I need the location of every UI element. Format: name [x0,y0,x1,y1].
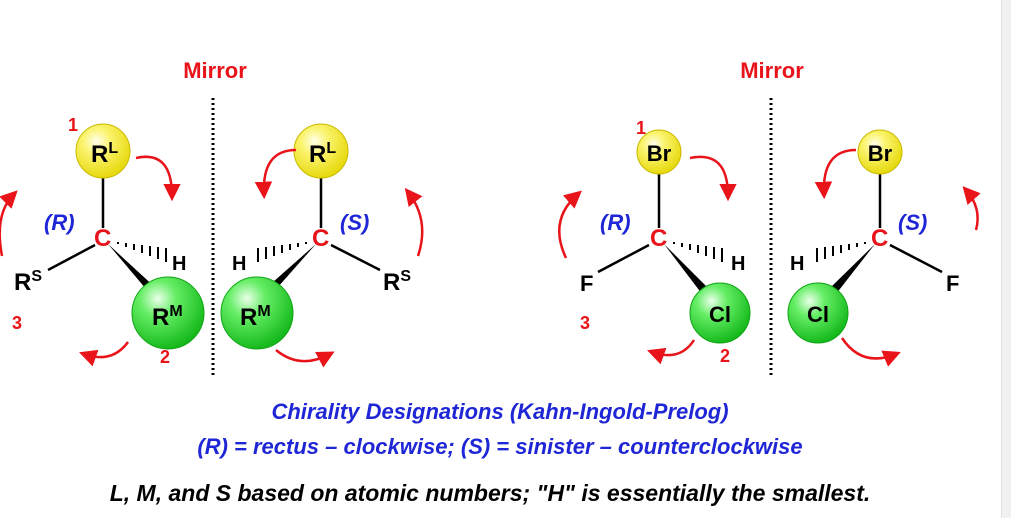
svg-text:Cl: Cl [709,302,731,327]
svg-text:F: F [946,271,959,296]
svg-text:RS: RS [383,268,411,296]
rotation-arrow [689,155,737,202]
svg-text:F: F [580,271,593,296]
rotation-arrow [840,337,901,367]
yellow-ball [857,129,903,175]
center-carbon: C [94,225,111,252]
svg-text:RL: RL [91,140,118,168]
rotation-arrow [275,349,335,368]
svg-text:RS: RS [14,268,42,296]
config-label: (S) [340,210,369,235]
rank-2: 2 [160,347,170,367]
hydrogen-label: H [232,253,246,275]
config-label: (R) [44,210,75,235]
rank-2: 2 [720,346,730,366]
chirality-diagram: Mirror Mirror RL RM RS C H (R) 1 2 3 [0,58,981,378]
rotation-arrow [79,341,130,367]
mirror-label-right: Mirror [740,58,804,83]
svg-text:RM: RM [240,303,271,331]
green-ball [220,276,294,350]
rotation-arrow [558,190,582,259]
svg-text:Cl: Cl [807,302,829,327]
rotation-arrow [404,187,424,257]
center-carbon: C [871,225,888,252]
center-carbon: C [650,225,667,252]
mirror-label-left: Mirror [183,58,247,83]
rank-3: 3 [580,313,590,333]
hydrogen-label: H [790,253,804,275]
green-ball [131,276,205,350]
config-label: (R) [600,210,631,235]
rotation-arrow [135,155,181,202]
green-ball [787,282,849,344]
rank-1: 1 [68,115,78,135]
yellow-ball [636,129,682,175]
svg-text:RM: RM [152,303,183,331]
rank-1: 1 [636,118,646,138]
molecule-left-S: RL RM RS C H (S) [220,123,424,368]
molecule-left-R: RL RM RS C H (R) 1 2 3 [0,115,205,367]
yellow-ball [75,123,131,179]
hydrogen-label: H [172,253,186,275]
svg-text:Br: Br [868,141,893,166]
caption-note: L, M, and S based on atomic numbers; "H"… [109,480,871,506]
hydrogen-label: H [731,253,745,275]
rotation-arrow [0,190,18,257]
rank-3: 3 [12,313,22,333]
rotation-arrow [647,339,696,365]
config-label: (S) [898,210,927,235]
rotation-arrow [254,148,297,200]
caption-title: Chirality Designations (Kahn-Ingold-Prel… [271,399,729,424]
molecule-right-S: Br Cl F C H (S) [787,129,981,367]
center-carbon: C [312,225,329,252]
green-ball [689,282,751,344]
svg-text:Br: Br [647,141,672,166]
vertical-scrollbar[interactable] [1001,0,1011,518]
rotation-arrow [814,148,857,200]
svg-text:RL: RL [309,140,336,168]
caption-definitions: (R) = rectus – clockwise; (S) = sinister… [197,434,803,459]
molecule-right-R: Br Cl F C H (R) 1 2 3 [558,118,751,366]
rotation-arrow [962,186,981,231]
